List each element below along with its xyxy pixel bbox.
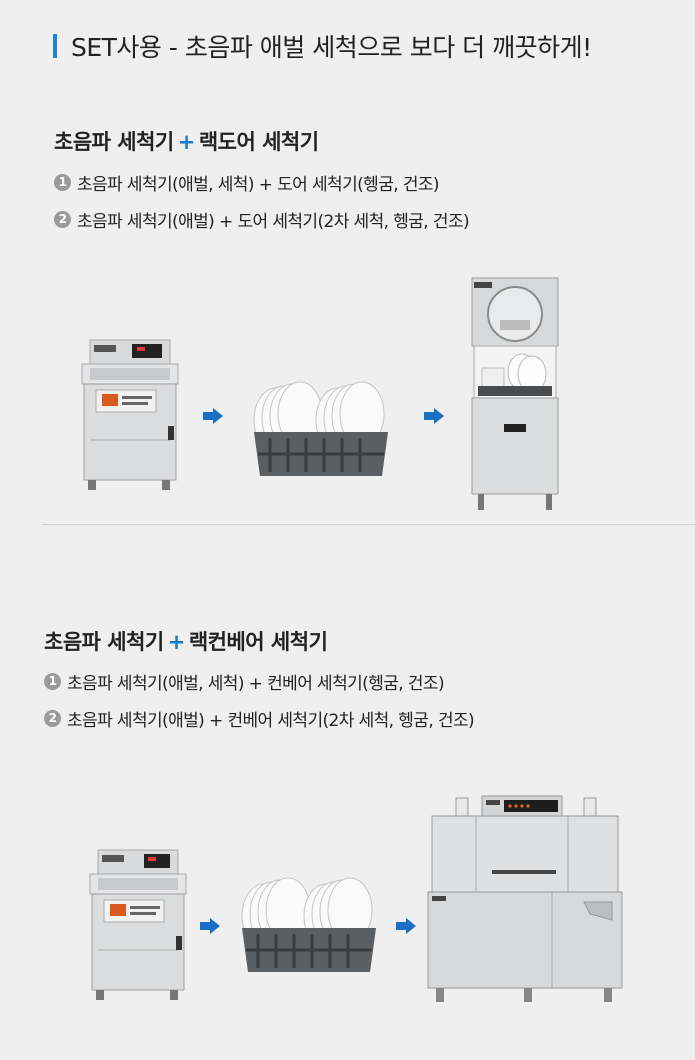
page-title: SET사용 - 초음파 애벌 세척으로 보다 더 깨끗하게! xyxy=(71,33,592,62)
item-text: 초음파 세척기(애벌) + 도어 세척기(2차 세척, 헹굼, 건조) xyxy=(77,212,470,232)
arrow-right-icon xyxy=(203,408,223,424)
section-2-title-b: 랙컨베어 세척기 xyxy=(188,630,328,654)
item-text: 초음파 세척기(애벌) + 컨베어 세척기(2차 세척, 헹굼, 건조) xyxy=(67,711,475,731)
page-header: SET사용 - 초음파 애벌 세척으로 보다 더 깨끗하게! xyxy=(53,28,592,64)
section-2-item-1: 1 초음파 세척기(애벌, 세척) + 컨베어 세척기(헹굼, 건조) xyxy=(44,669,445,694)
item-text: 초음파 세척기(애벌, 세척) + 컨베어 세척기(헹굼, 건조) xyxy=(67,674,445,694)
section-1-title: 초음파 세척기+랙도어 세척기 xyxy=(54,126,319,156)
header-accent-bar xyxy=(53,34,57,58)
door-dishwasher-image xyxy=(471,277,559,510)
section-1-title-b: 랙도어 세척기 xyxy=(198,130,319,154)
plus-sign: + xyxy=(167,630,186,654)
section-divider xyxy=(42,524,695,525)
number-badge: 2 xyxy=(54,211,71,228)
arrow-right-icon xyxy=(396,918,416,934)
number-badge: 2 xyxy=(44,710,61,727)
item-text: 초음파 세척기(애벌, 세척) + 도어 세척기(헹굼, 건조) xyxy=(77,175,440,195)
section-2-title-a: 초음파 세척기 xyxy=(44,630,164,654)
section-2-item-2: 2 초음파 세척기(애벌) + 컨베어 세척기(2차 세척, 헹굼, 건조) xyxy=(44,706,475,731)
arrow-right-icon xyxy=(424,408,444,424)
section-1-item-1: 1 초음파 세척기(애벌, 세척) + 도어 세척기(헹굼, 건조) xyxy=(54,170,440,195)
dish-rack-image xyxy=(253,381,388,476)
section-2-title: 초음파 세척기+랙컨베어 세척기 xyxy=(44,626,328,656)
ultrasonic-washer-image xyxy=(81,339,179,490)
section-1-title-a: 초음파 세척기 xyxy=(54,130,174,154)
dish-rack-image xyxy=(241,877,376,972)
section-1-item-2: 2 초음파 세척기(애벌) + 도어 세척기(2차 세척, 헹굼, 건조) xyxy=(54,207,470,232)
ultrasonic-washer-image xyxy=(89,849,187,1000)
plus-sign: + xyxy=(177,130,196,154)
conveyor-dishwasher-image xyxy=(427,795,623,1002)
number-badge: 1 xyxy=(54,174,71,191)
arrow-right-icon xyxy=(200,918,220,934)
number-badge: 1 xyxy=(44,673,61,690)
